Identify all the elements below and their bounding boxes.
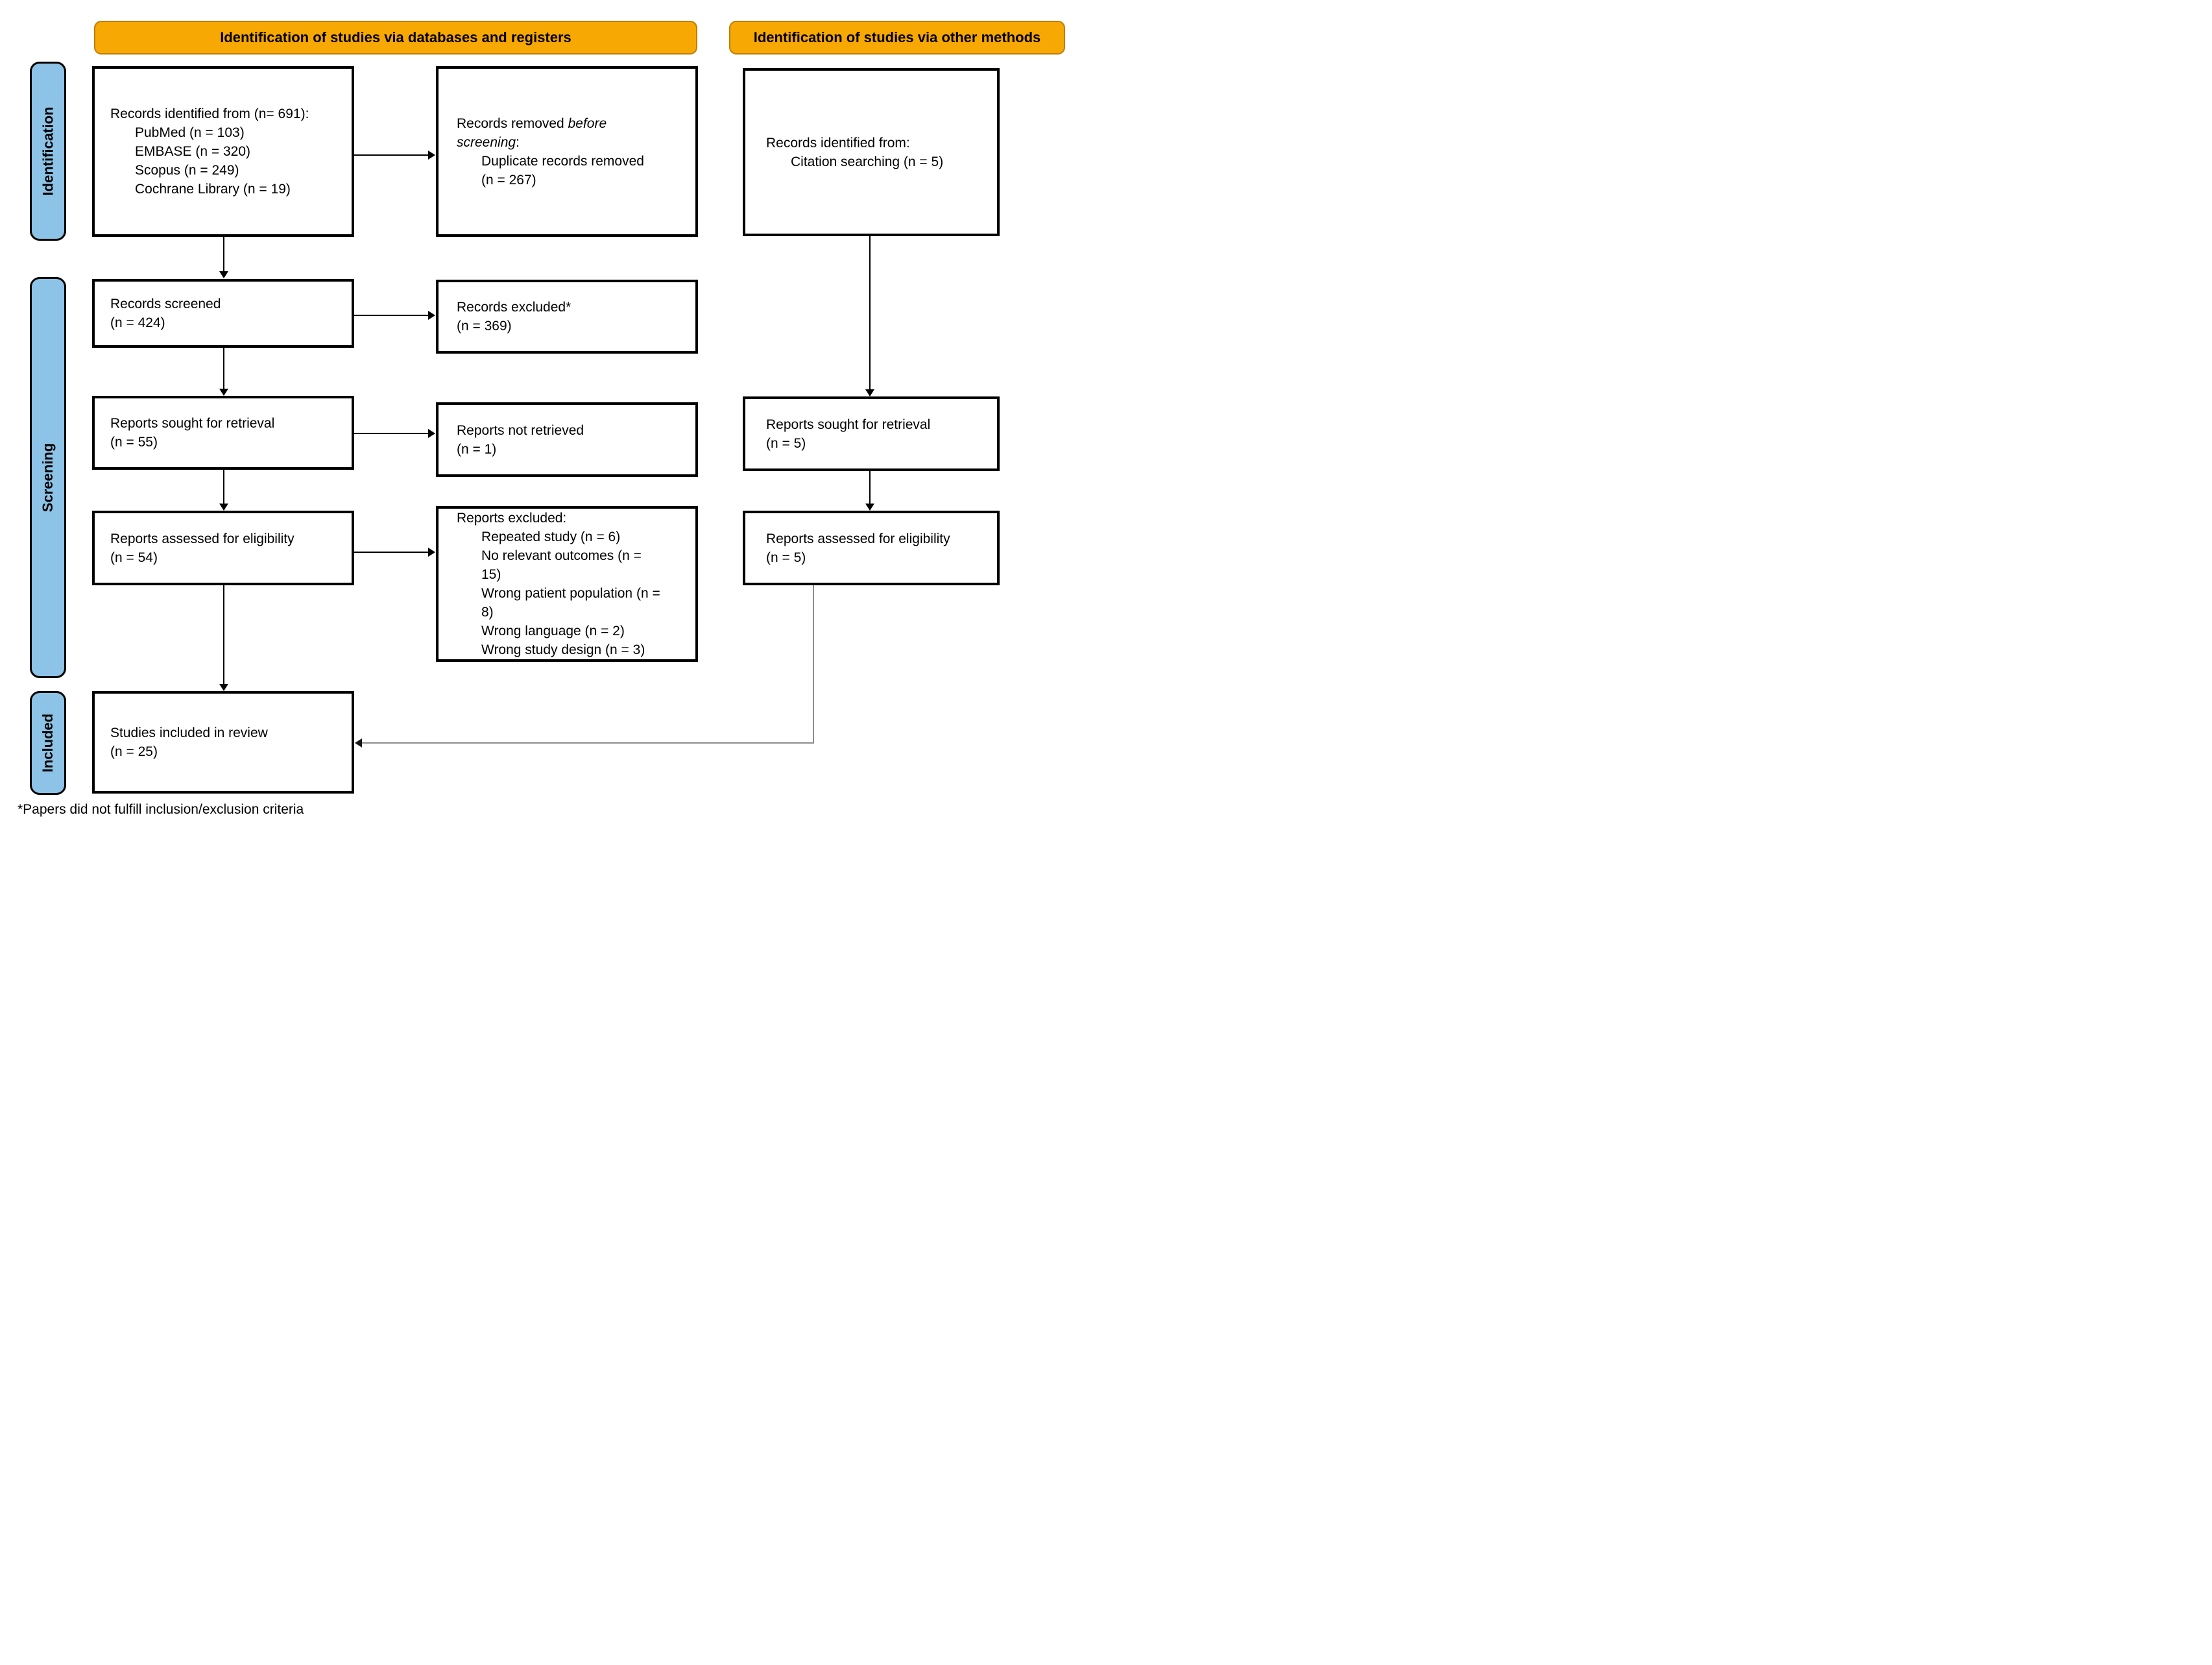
arrowhead-right-icon: [428, 429, 435, 438]
box-text-line: (n = 1): [457, 441, 497, 457]
stage-identification-label: Identification: [40, 106, 56, 196]
box-text-line: Repeated study (n = 6): [481, 529, 621, 544]
connector-other-assessed-elbow-horizontal: [362, 742, 814, 744]
connector-other-sought-to-assessed: [869, 471, 871, 504]
footnote: *Papers did not fulfill inclusion/exclus…: [18, 802, 304, 817]
box-text-line: Scopus (n = 249): [135, 163, 239, 178]
arrowhead-down-icon: [219, 504, 228, 511]
connector-screened-to-sought: [223, 348, 224, 389]
box-text-line: (n = 267): [481, 172, 536, 188]
box-text-line: Records screened: [110, 297, 221, 311]
box-text-line: No relevant outcomes (n =: [481, 548, 642, 563]
arrowhead-down-icon: [865, 504, 874, 511]
box-text-line: (n = 25): [110, 744, 158, 759]
box-text-line: Records identified from (n= 691):: [110, 106, 309, 121]
arrowhead-down-icon: [219, 684, 228, 691]
box-text-line: (n = 5): [766, 550, 806, 565]
box-text-line: screening:: [457, 134, 520, 150]
box-text-line: (n = 54): [110, 550, 158, 565]
box-text-line: PubMed (n = 103): [135, 125, 245, 140]
box-text-line: Records excluded*: [457, 300, 571, 315]
box-text-line: Citation searching (n = 5): [791, 154, 944, 169]
arrowhead-right-icon: [428, 548, 435, 557]
box-reports-sought-databases: Reports sought for retrieval (n = 55): [92, 396, 354, 470]
banner-databases-registers: Identification of studies via databases …: [94, 21, 697, 55]
box-text-line: Wrong patient population (n =: [481, 586, 660, 601]
connector-sought-to-not-retrieved: [354, 433, 428, 434]
box-text-line: Reports sought for retrieval: [766, 417, 931, 432]
arrowhead-down-icon: [219, 271, 228, 278]
box-reports-assessed-databases: Reports assessed for eligibility (n = 54…: [92, 511, 354, 585]
box-studies-included: Studies included in review (n = 25): [92, 691, 354, 794]
box-reports-assessed-other: Reports assessed for eligibility (n = 5): [743, 511, 1000, 585]
arrowhead-right-icon: [428, 311, 435, 320]
connector-other-identified-to-sought: [869, 236, 871, 389]
stage-screening: Screening: [30, 277, 66, 678]
connector-screened-to-excluded: [354, 315, 428, 316]
box-reports-sought-other: Reports sought for retrieval (n = 5): [743, 396, 1000, 471]
box-text-line: Studies included in review: [110, 725, 268, 740]
box-text-line: Wrong study design (n = 3): [481, 642, 645, 657]
box-text-line: Wrong language (n = 2): [481, 624, 625, 638]
connector-identified-to-removed: [354, 154, 428, 156]
banner-other-methods: Identification of studies via other meth…: [729, 21, 1065, 55]
box-text-line: Reports assessed for eligibility: [110, 531, 295, 546]
box-reports-excluded-reasons: Reports excluded: Repeated study (n = 6)…: [436, 506, 698, 662]
box-text-line: (n = 424): [110, 315, 165, 330]
box-text-line: Reports excluded:: [457, 511, 567, 526]
box-text-line: Records removed before: [457, 115, 607, 131]
box-text-line: (n = 5): [766, 435, 806, 451]
connector-assessed-to-included: [223, 585, 224, 684]
connector-identified-to-screened: [223, 237, 224, 271]
banner-databases-registers-label: Identification of studies via databases …: [220, 29, 571, 45]
box-text-line: (n = 369): [457, 319, 512, 334]
stage-screening-label: Screening: [40, 443, 56, 513]
box-text-line: (n = 55): [110, 435, 158, 450]
box-records-excluded: Records excluded* (n = 369): [436, 280, 698, 354]
stage-included-label: Included: [40, 713, 56, 773]
stage-included: Included: [30, 691, 66, 795]
box-text-line: 8): [481, 605, 494, 620]
arrowhead-down-icon: [219, 389, 228, 396]
box-text-line: Reports not retrieved: [457, 422, 584, 438]
box-records-screened: Records screened (n = 424): [92, 279, 354, 348]
box-text-line: Records identified from:: [766, 135, 910, 151]
box-text-line: Reports assessed for eligibility: [766, 531, 950, 546]
arrowhead-down-icon: [865, 389, 874, 396]
box-text-line: EMBASE (n = 320): [135, 144, 250, 159]
box-text-line: Duplicate records removed: [481, 153, 644, 169]
connector-sought-to-assessed: [223, 470, 224, 504]
box-records-identified-databases: Records identified from (n= 691): PubMed…: [92, 66, 354, 237]
connector-other-assessed-elbow-vertical: [813, 585, 814, 744]
box-text-line: Reports sought for retrieval: [110, 416, 275, 431]
box-records-removed-before-screening: Records removed before screening: Duplic…: [436, 66, 698, 237]
arrowhead-right-icon: [428, 151, 435, 160]
box-records-identified-other: Records identified from: Citation search…: [743, 68, 1000, 236]
box-text-line: Cochrane Library (n = 19): [135, 182, 291, 197]
connector-assessed-to-excluded-reasons: [354, 552, 428, 553]
box-text-line: 15): [481, 567, 501, 582]
banner-other-methods-label: Identification of studies via other meth…: [753, 29, 1041, 45]
arrowhead-left-icon: [355, 738, 362, 747]
box-reports-not-retrieved: Reports not retrieved (n = 1): [436, 402, 698, 477]
stage-identification: Identification: [30, 62, 66, 241]
